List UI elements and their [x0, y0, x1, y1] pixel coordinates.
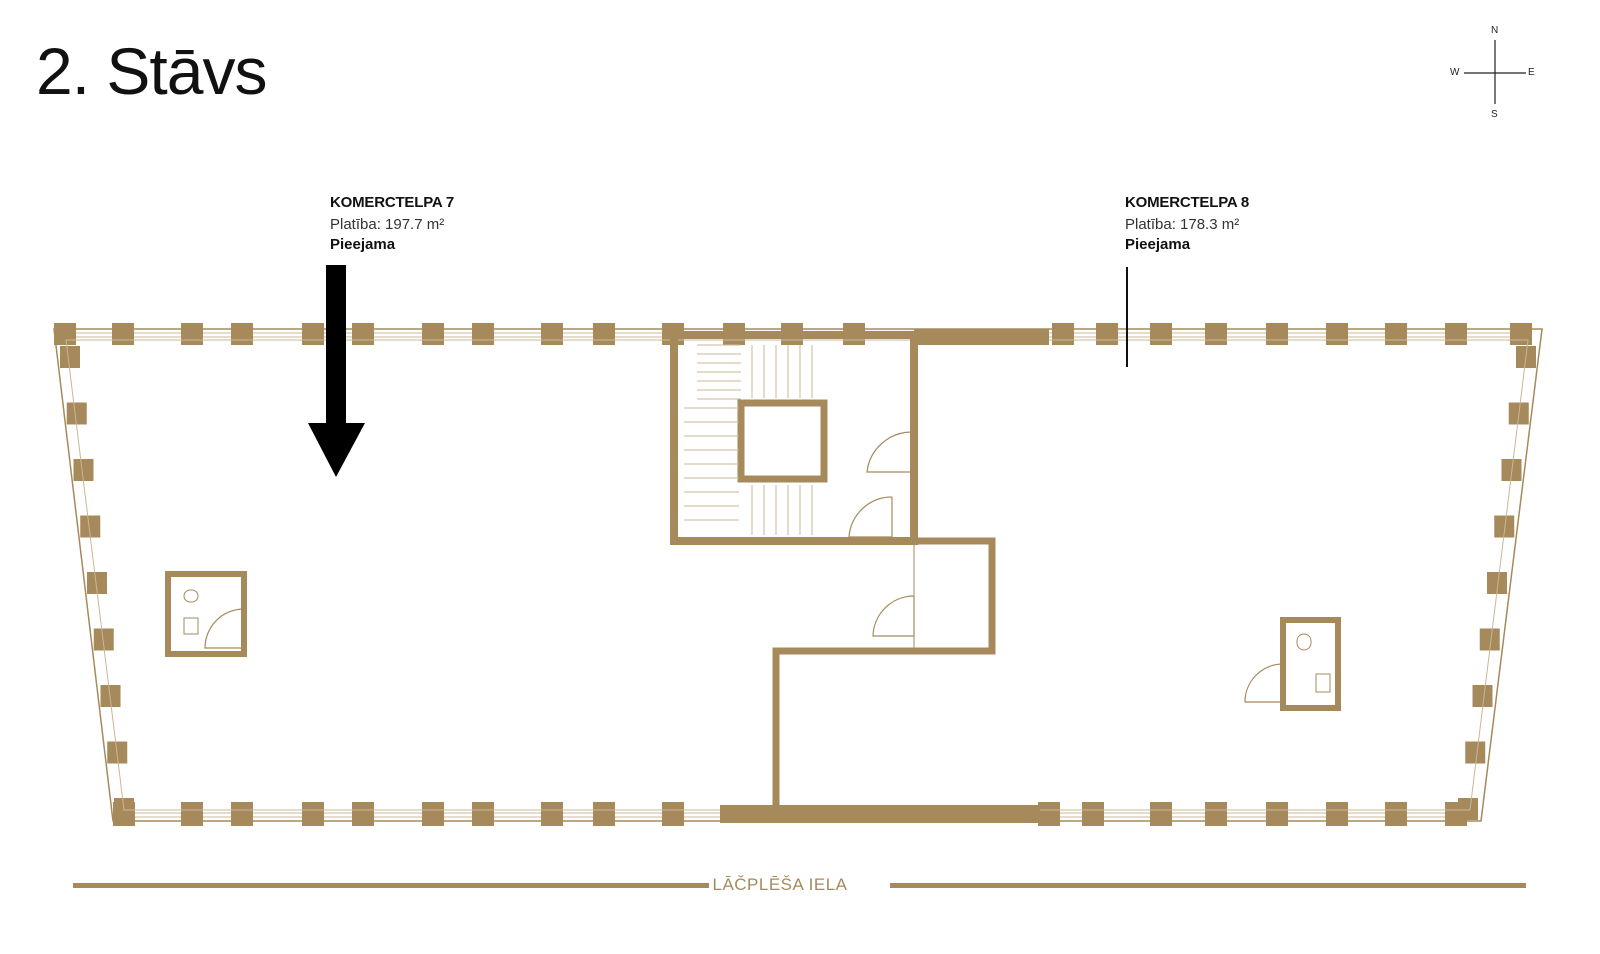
compass-icon — [1464, 40, 1526, 104]
unit-8-area[interactable] — [1126, 267, 1341, 711]
facade-pier — [1487, 572, 1507, 594]
floor-plan — [53, 265, 1543, 826]
facade-pier — [80, 515, 101, 538]
facade-pier — [181, 323, 203, 345]
facade-pier — [54, 323, 76, 345]
facade-pier — [541, 323, 563, 345]
facade-pier — [1052, 323, 1074, 345]
facade-pier — [60, 346, 80, 368]
facade-pier — [1038, 802, 1060, 826]
facade-pier — [181, 802, 203, 826]
street-line-left — [73, 883, 709, 888]
outer-wall-inner — [65, 339, 1529, 811]
facade-pier — [541, 802, 563, 826]
compass-south: S — [1491, 109, 1498, 120]
facade-pier — [1205, 323, 1227, 345]
partition-wall — [772, 335, 996, 815]
wc-door-swing — [204, 608, 245, 649]
wc-unit-8 — [1280, 617, 1341, 711]
facade-pier — [93, 628, 114, 651]
facade-pier — [302, 323, 324, 345]
facade-pier — [1385, 802, 1407, 826]
facade-pier — [66, 402, 87, 425]
street-line-right — [890, 883, 1526, 888]
facade-pier — [1096, 323, 1118, 345]
facade-pier — [352, 802, 374, 826]
facade-pier — [662, 802, 684, 826]
facade-pier — [472, 802, 494, 826]
facade-pier — [1472, 685, 1493, 707]
unit-7-name: KOMERCTELPA 7 — [330, 194, 455, 211]
facade-pier — [472, 323, 494, 345]
door-swing — [872, 595, 915, 637]
facade-pier — [1458, 798, 1478, 820]
facade-pier — [1150, 323, 1172, 345]
floor-title: 2. Stāvs — [36, 34, 267, 108]
facade-pier — [1150, 802, 1172, 826]
unit-8-status: Pieejama — [1125, 236, 1191, 253]
street-marker: LĀČPLĒŠA IELA — [0, 872, 1600, 896]
facade-pier — [593, 802, 615, 826]
facade-pier — [1205, 802, 1227, 826]
toilet-icon — [1296, 633, 1312, 651]
facade-pier — [1326, 802, 1348, 826]
compass-rose: N S W E — [1450, 22, 1540, 122]
facade-piers — [54, 323, 1536, 826]
door-swing — [866, 431, 913, 473]
facade-pier — [422, 802, 444, 826]
facade-pier — [1266, 802, 1288, 826]
facade-pier — [1479, 628, 1500, 651]
unit-7-status: Pieejama — [330, 236, 396, 253]
facade-pier — [231, 802, 253, 826]
sink-icon — [183, 617, 199, 635]
unit-7-label[interactable]: KOMERCTELPA 7 Platība: 197.7 m² Pieejama — [330, 192, 454, 256]
stair-treads — [684, 344, 813, 535]
entrance-wall — [914, 329, 1049, 345]
stair-core-wall — [670, 331, 918, 545]
compass-east: E — [1528, 67, 1535, 78]
door-swing — [848, 496, 893, 538]
facade-pier — [87, 572, 107, 594]
compass-west: W — [1450, 67, 1460, 78]
wc-door-swing — [1244, 663, 1284, 703]
lobby-room — [913, 540, 993, 652]
unit-7-arrow-icon — [308, 265, 365, 477]
facade-pier — [302, 802, 324, 826]
facade-pier — [1266, 323, 1288, 345]
unit-7-area: Platība: 197.7 m² — [330, 216, 445, 233]
facade-pier — [73, 459, 94, 481]
unit-8-label[interactable]: KOMERCTELPA 8 Platība: 178.3 m² Pieejama — [1125, 192, 1249, 256]
facade-pier — [112, 323, 134, 345]
stair-well — [737, 399, 828, 483]
facade-pier — [1465, 741, 1486, 764]
unit-8-name: KOMERCTELPA 8 — [1125, 194, 1250, 211]
facade-pier — [1082, 802, 1104, 826]
unit-8-area: Platība: 178.3 m² — [1125, 216, 1240, 233]
facade-pier — [422, 323, 444, 345]
facade-pier — [1445, 323, 1467, 345]
toilet-icon — [183, 589, 199, 603]
facade-pier — [593, 323, 615, 345]
entrance-wall-south — [720, 805, 1040, 823]
facade-pier — [1326, 323, 1348, 345]
facade-pier — [231, 323, 253, 345]
facade-pier — [1494, 515, 1515, 538]
sink-icon — [1315, 673, 1331, 693]
compass-north: N — [1491, 25, 1499, 36]
facade-pier — [352, 323, 374, 345]
facade-pier — [1385, 323, 1407, 345]
street-name: LĀČPLĒŠA IELA — [712, 875, 848, 894]
facade-pier — [100, 685, 121, 707]
facade-pier — [1510, 323, 1532, 345]
